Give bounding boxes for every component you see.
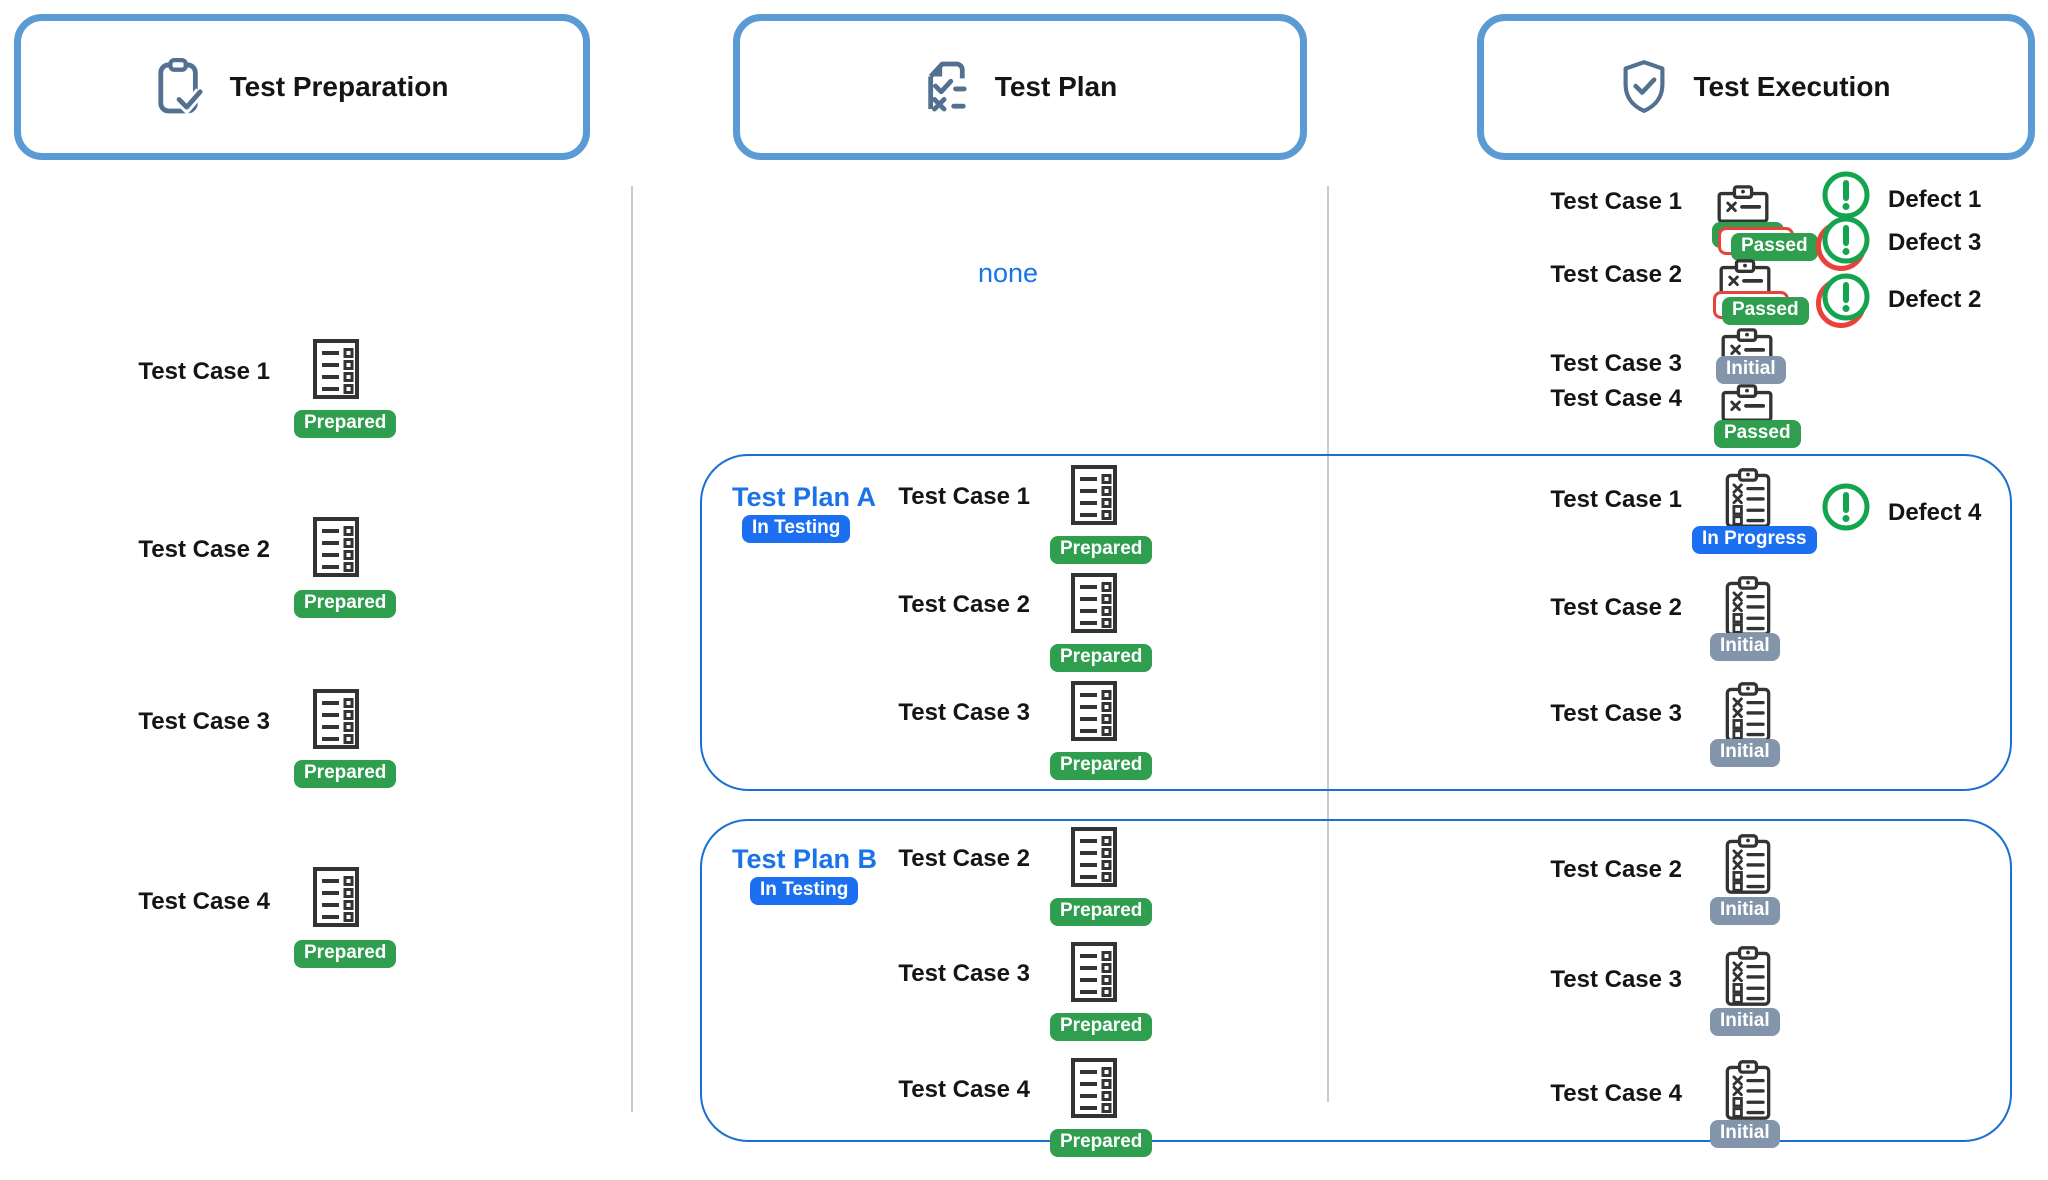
test-case-doc-icon xyxy=(312,338,360,400)
column-divider-right xyxy=(1327,186,1329,1102)
page-check-icon xyxy=(923,59,969,115)
test-case-doc-icon xyxy=(1070,941,1118,1003)
header-test-preparation: Test Preparation xyxy=(14,14,590,160)
status-badge: Prepared xyxy=(1050,898,1153,926)
test-run-checklist-icon xyxy=(1722,467,1774,529)
shield-check-icon xyxy=(1621,59,1667,115)
status-badge: Initial xyxy=(1710,633,1780,661)
no-plan-label: none xyxy=(978,258,1039,288)
status-badge: Prepared xyxy=(1050,536,1153,564)
test-case-label: Test Case 3 xyxy=(1550,700,1682,727)
status-badge: Initial xyxy=(1716,356,1786,384)
status-badge: Prepared xyxy=(1050,752,1153,780)
status-badge: Passed xyxy=(1731,233,1818,261)
status-badge: Passed xyxy=(1714,420,1801,448)
defect-icon xyxy=(1820,214,1872,266)
test-case-doc-icon xyxy=(312,688,360,750)
clipboard-check-icon xyxy=(156,57,204,117)
status-badge: Prepared xyxy=(1050,1013,1153,1041)
test-run-checklist-icon xyxy=(1722,833,1774,895)
test-run-checklist-icon xyxy=(1722,575,1774,637)
test-case-label: Test Case 2 xyxy=(898,591,1030,618)
header-label: Test Execution xyxy=(1693,71,1891,102)
test-case-label: Test Case 4 xyxy=(1550,1080,1682,1107)
test-case-label: Test Case 3 xyxy=(898,699,1030,726)
test-case-doc-icon xyxy=(1070,1057,1118,1119)
defect-icon xyxy=(1820,481,1872,533)
status-badge: Passed xyxy=(1722,297,1809,325)
test-case-label: Test Case 4 xyxy=(1550,385,1682,412)
test-case-doc-icon xyxy=(1070,572,1118,634)
test-case-doc-icon xyxy=(312,516,360,578)
test-case-label: Test Case 3 xyxy=(1550,966,1682,993)
test-case-label: Test Case 3 xyxy=(138,708,270,735)
defect-label: Defect 1 xyxy=(1888,186,1982,213)
test-run-clipboard-icon xyxy=(1716,184,1770,224)
test-run-checklist-icon xyxy=(1722,681,1774,743)
status-badge: In Progress xyxy=(1692,526,1817,554)
test-case-doc-icon xyxy=(312,866,360,928)
test-case-label: Test Case 1 xyxy=(1550,486,1682,513)
status-badge: Initial xyxy=(1710,739,1780,767)
test-run-checklist-icon xyxy=(1722,945,1774,1007)
test-run-checklist-icon xyxy=(1722,1059,1774,1121)
defect-label: Defect 2 xyxy=(1888,286,1982,313)
header-test-plan: Test Plan xyxy=(733,14,1307,160)
test-case-label: Test Case 2 xyxy=(138,536,270,563)
status-badge: Prepared xyxy=(294,940,397,968)
test-case-label: Test Case 3 xyxy=(898,960,1030,987)
test-case-label: Test Case 2 xyxy=(898,845,1030,872)
test-case-doc-icon xyxy=(1070,464,1118,526)
test-case-label: Test Case 2 xyxy=(1550,261,1682,288)
test-case-doc-icon xyxy=(1070,680,1118,742)
test-case-label: Test Case 2 xyxy=(1550,594,1682,621)
plan-box-b xyxy=(700,819,2012,1142)
status-badge: Prepared xyxy=(294,590,397,618)
defect-label: Defect 4 xyxy=(1888,499,1982,526)
plan-box-a xyxy=(700,454,2012,791)
status-badge: Initial xyxy=(1710,1008,1780,1036)
test-case-label: Test Case 1 xyxy=(138,358,270,385)
status-badge: Prepared xyxy=(294,410,397,438)
test-case-label: Test Case 1 xyxy=(1550,188,1682,215)
plan-name: Test Plan A xyxy=(732,482,877,512)
plan-name: Test Plan B xyxy=(732,844,878,874)
status-badge: Initial xyxy=(1710,897,1780,925)
test-case-doc-icon xyxy=(1070,826,1118,888)
status-badge: Initial xyxy=(1710,1120,1780,1148)
test-case-label: Test Case 1 xyxy=(898,483,1030,510)
status-badge: Prepared xyxy=(294,760,397,788)
test-case-label: Test Case 4 xyxy=(138,888,270,915)
plan-status-badge: In Testing xyxy=(750,877,859,905)
column-divider-left xyxy=(631,186,633,1112)
status-badge: Prepared xyxy=(1050,1129,1153,1157)
test-case-label: Test Case 4 xyxy=(898,1076,1030,1103)
defect-label: Defect 3 xyxy=(1888,229,1982,256)
header-label: Test Plan xyxy=(994,71,1118,102)
test-run-clipboard-icon xyxy=(1720,383,1774,423)
status-badge: Prepared xyxy=(1050,644,1153,672)
test-case-label: Test Case 2 xyxy=(1550,856,1682,883)
plan-status-badge: In Testing xyxy=(742,515,851,543)
header-test-execution: Test Execution xyxy=(1477,14,2035,160)
header-label: Test Preparation xyxy=(229,71,449,102)
test-case-label: Test Case 3 xyxy=(1550,350,1682,377)
defect-icon xyxy=(1820,271,1872,323)
